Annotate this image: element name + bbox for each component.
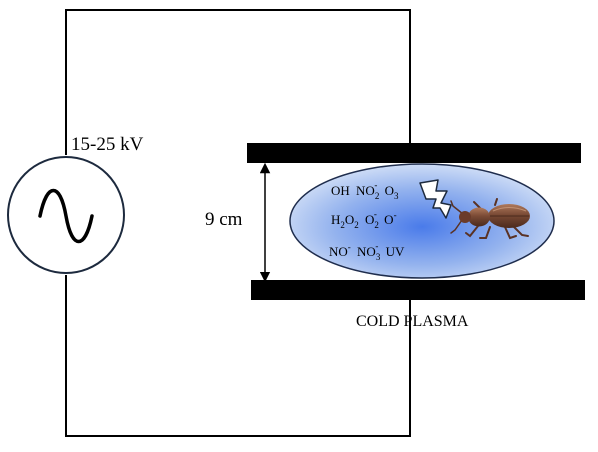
species-uv: UV <box>386 244 405 259</box>
gap-label: 9 cm <box>205 209 243 230</box>
species-row-2: H2O2 O2- O- <box>331 205 397 231</box>
circuit-wires <box>65 9 411 437</box>
bottom-electrode <box>251 280 585 300</box>
top-electrode <box>247 143 581 163</box>
species-no: NO <box>329 244 348 259</box>
plasma-label: COLD PLASMA <box>356 313 469 330</box>
species-h2o2: H <box>331 212 340 227</box>
ac-voltage-source-icon <box>7 156 125 274</box>
voltage-label: 15-25 kV <box>71 134 144 155</box>
species-row-3: NO- NO3- UV <box>329 237 405 262</box>
species-row-1: OH NO2- O3 <box>331 176 399 201</box>
bottom-wire <box>65 275 411 437</box>
plasma-region <box>289 163 555 279</box>
lightning-bolt-icon <box>419 179 452 219</box>
species-no3: NO <box>357 244 376 259</box>
sine-wave-icon <box>38 188 94 244</box>
beetle-icon <box>450 198 530 240</box>
species-o2: O <box>365 212 374 227</box>
species-oh: OH <box>331 183 350 198</box>
top-wire <box>65 9 411 155</box>
species-no2: NO <box>356 183 375 198</box>
species-o3: O <box>385 183 394 198</box>
species-o-radical: O <box>384 212 393 227</box>
